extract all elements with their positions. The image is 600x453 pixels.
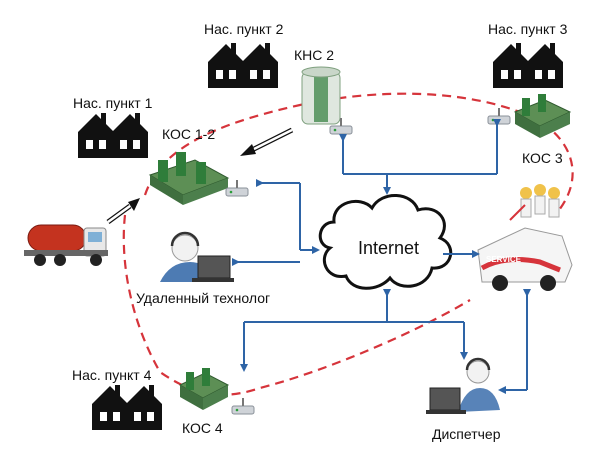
kos-1-2-label: КОС 1-2 bbox=[162, 126, 216, 142]
settlement-3-label: Нас. пункт 3 bbox=[488, 21, 568, 37]
remote-technologist-icon bbox=[160, 231, 234, 282]
settlement-2-label: Нас. пункт 2 bbox=[204, 21, 284, 37]
kns-2-station-icon bbox=[301, 66, 341, 125]
settlement-4-label: Нас. пункт 4 bbox=[72, 367, 152, 383]
kos-3-router-icon bbox=[487, 107, 511, 125]
dispatcher-icon bbox=[426, 357, 500, 414]
tanker-truck-icon bbox=[24, 224, 108, 266]
settlement-3-houses-icon bbox=[493, 43, 563, 88]
remote-technologist-label: Удаленный технолог bbox=[136, 290, 271, 306]
service-van-label: SERVICE bbox=[486, 255, 522, 264]
kos-3-label: КОС 3 bbox=[522, 150, 563, 166]
settlement-4-houses-icon bbox=[92, 385, 162, 430]
settlement-1-houses-icon bbox=[78, 113, 148, 158]
kos-4-router-icon bbox=[231, 397, 255, 415]
dispatcher-label: Диспетчер bbox=[432, 426, 501, 442]
engineers-group-icon bbox=[509, 184, 560, 221]
kos-4-plant-icon bbox=[178, 368, 230, 410]
dashed-ring bbox=[122, 92, 574, 396]
kos-3-plant-icon bbox=[513, 94, 572, 138]
kos-1-2-router-icon bbox=[225, 179, 249, 197]
kos-4-label: КОС 4 bbox=[182, 420, 223, 436]
kos-1-2-plant-icon bbox=[148, 152, 230, 205]
internet-label: Internet bbox=[358, 238, 420, 258]
settlement-2-houses-icon bbox=[208, 43, 278, 88]
kns-2-label: КНС 2 bbox=[294, 47, 335, 63]
flow-arrow-kns-to-kos bbox=[240, 127, 294, 156]
flow-arrow-truck-to-kos bbox=[106, 198, 140, 225]
network-links bbox=[232, 119, 531, 394]
settlement-1-label: Нас. пункт 1 bbox=[73, 95, 153, 111]
service-van-icon: SERVICE bbox=[477, 227, 573, 291]
internet-cloud-icon bbox=[318, 194, 453, 290]
